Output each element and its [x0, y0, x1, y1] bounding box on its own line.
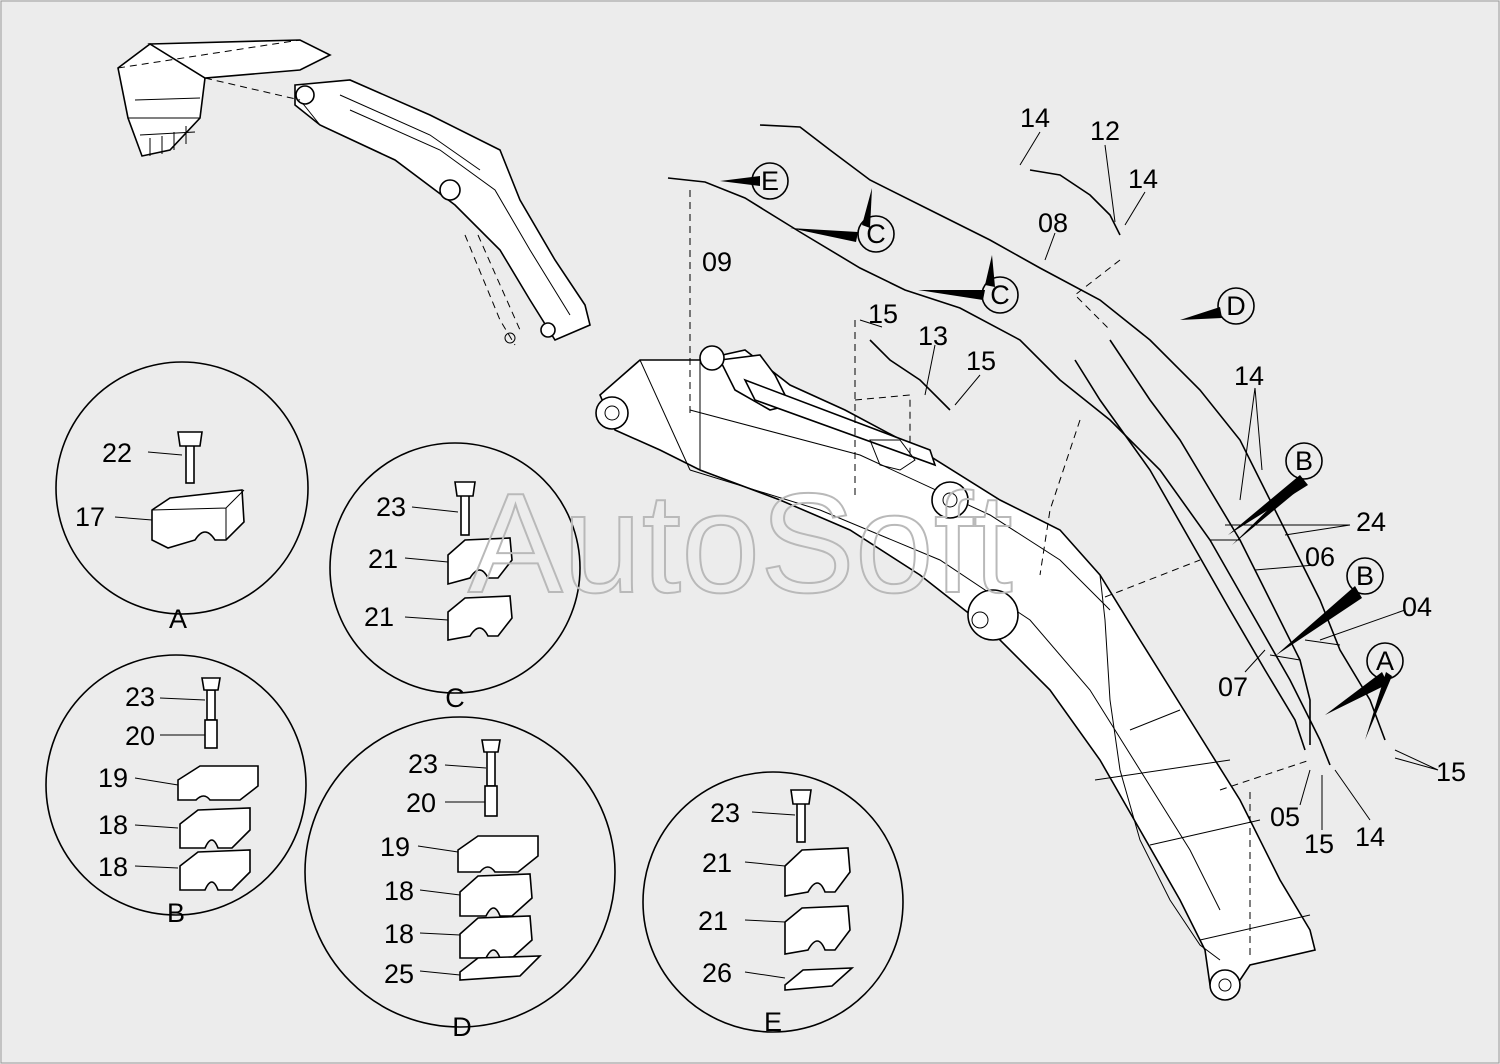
part-label-05: 05 — [1270, 802, 1300, 832]
detail-A — [55, 361, 309, 615]
part-label-15: 15 — [1304, 829, 1334, 859]
detail-B-label-23: 23 — [125, 682, 155, 712]
hose-lines — [667, 124, 1386, 955]
detail-E-label-26: 26 — [702, 958, 732, 988]
part-label-08: 08 — [1038, 208, 1068, 238]
detail-C-label-21: 21 — [368, 544, 398, 574]
detail-B-label-19: 19 — [98, 763, 128, 793]
part-label-24: 24 — [1356, 507, 1386, 537]
callout-arrows — [720, 176, 1392, 740]
part-label-13: 13 — [918, 321, 948, 351]
part-label-07: 07 — [1218, 672, 1248, 702]
detail-A-letter: A — [169, 604, 187, 634]
detail-E-label-23: 23 — [710, 798, 740, 828]
detail-E-letter: E — [764, 1007, 782, 1037]
detail-D-label-23: 23 — [408, 749, 438, 779]
part-label-15: 15 — [1436, 757, 1466, 787]
tag-circles — [751, 162, 1404, 680]
detail-B-label-18: 18 — [98, 852, 128, 882]
detail-D-letter: D — [452, 1012, 472, 1042]
tag-A: A — [1376, 646, 1394, 676]
tag-E: E — [761, 166, 779, 196]
tag-D: D — [1226, 291, 1246, 321]
detail-E — [642, 771, 904, 1033]
detail-D-label-18: 18 — [384, 876, 414, 906]
part-label-14: 14 — [1355, 822, 1385, 852]
tag-C-1: C — [866, 219, 886, 249]
detail-B-label-18: 18 — [98, 810, 128, 840]
detail-D-label-20: 20 — [406, 788, 436, 818]
part-label-04: 04 — [1402, 592, 1432, 622]
part-label-15: 15 — [868, 299, 898, 329]
detail-D — [304, 716, 616, 1028]
detail-E-label-21: 21 — [698, 906, 728, 936]
part-label-12: 12 — [1090, 116, 1120, 146]
part-label-14: 14 — [1234, 361, 1264, 391]
detail-E-label-21: 21 — [702, 848, 732, 878]
detail-C-label-21: 21 — [364, 602, 394, 632]
boom-assembly — [595, 345, 1316, 1001]
detail-C-letter: C — [445, 683, 465, 713]
detail-B-label-20: 20 — [125, 721, 155, 751]
detail-A-label-22: 22 — [102, 438, 132, 468]
tag-B-1: B — [1295, 446, 1313, 476]
detail-D-label-19: 19 — [380, 832, 410, 862]
part-label-14: 14 — [1128, 164, 1158, 194]
detail-C-label-23: 23 — [376, 492, 406, 522]
part-label-06: 06 — [1305, 542, 1335, 572]
detail-A-label-17: 17 — [75, 502, 105, 532]
part-label-14: 14 — [1020, 103, 1050, 133]
detail-D-label-25: 25 — [384, 959, 414, 989]
watermark-text: AutoSoft — [468, 464, 1013, 623]
tag-B-2: B — [1356, 561, 1374, 591]
detail-C — [329, 442, 581, 694]
tag-C-2: C — [990, 280, 1010, 310]
detail-B — [45, 654, 307, 916]
detail-D-label-18: 18 — [384, 919, 414, 949]
detail-B-letter: B — [167, 898, 185, 928]
part-label-15: 15 — [966, 346, 996, 376]
leader-lines — [859, 131, 1439, 830]
part-label-09: 09 — [702, 247, 732, 277]
excavator-overview — [117, 39, 591, 346]
